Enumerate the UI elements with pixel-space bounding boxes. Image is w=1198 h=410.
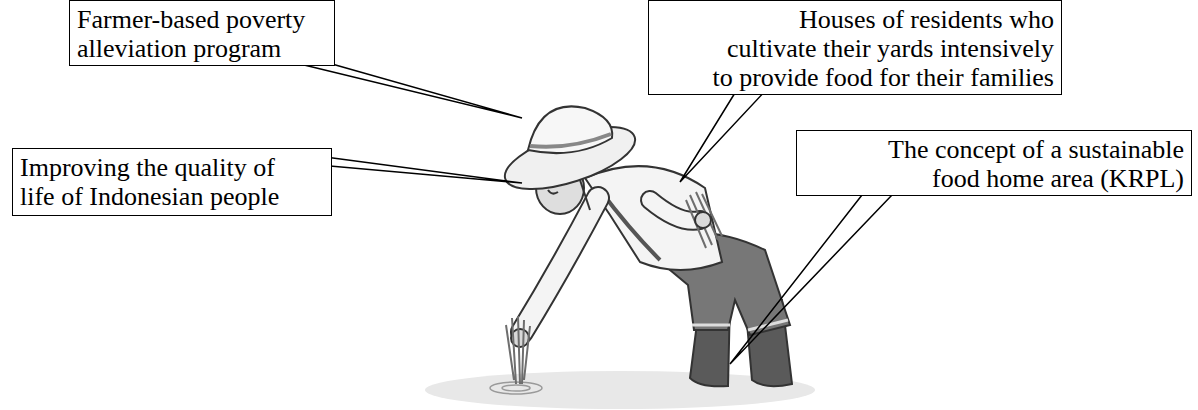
hat-dome xyxy=(528,106,612,153)
callout-text: Improving the quality of life of Indones… xyxy=(20,153,295,211)
seedling-bundle xyxy=(686,192,722,248)
leader-line xyxy=(680,88,768,182)
callout-text: Farmer-based poverty alleviation program xyxy=(77,5,327,63)
callout-box: Improving the quality of life of Indones… xyxy=(12,148,332,216)
callout-text: The concept of a sustainable food home a… xyxy=(869,135,1184,193)
callout-box: The concept of a sustainable food home a… xyxy=(796,130,1192,196)
hand xyxy=(695,212,711,228)
callout-text: Houses of residents who cultivate their … xyxy=(712,5,1054,92)
shirt xyxy=(585,166,722,270)
callout-box: Houses of residents who cultivate their … xyxy=(648,0,1062,95)
arm-outline xyxy=(522,198,598,332)
callout-box: Farmer-based poverty alleviation program xyxy=(69,0,335,66)
rice-seedling xyxy=(506,316,530,384)
hat-band xyxy=(530,134,611,147)
water-ripple xyxy=(502,385,530,391)
face xyxy=(548,190,558,194)
trouser-band xyxy=(692,324,730,327)
leader-line xyxy=(730,195,892,364)
leader-line xyxy=(300,64,522,118)
arm xyxy=(522,198,598,332)
